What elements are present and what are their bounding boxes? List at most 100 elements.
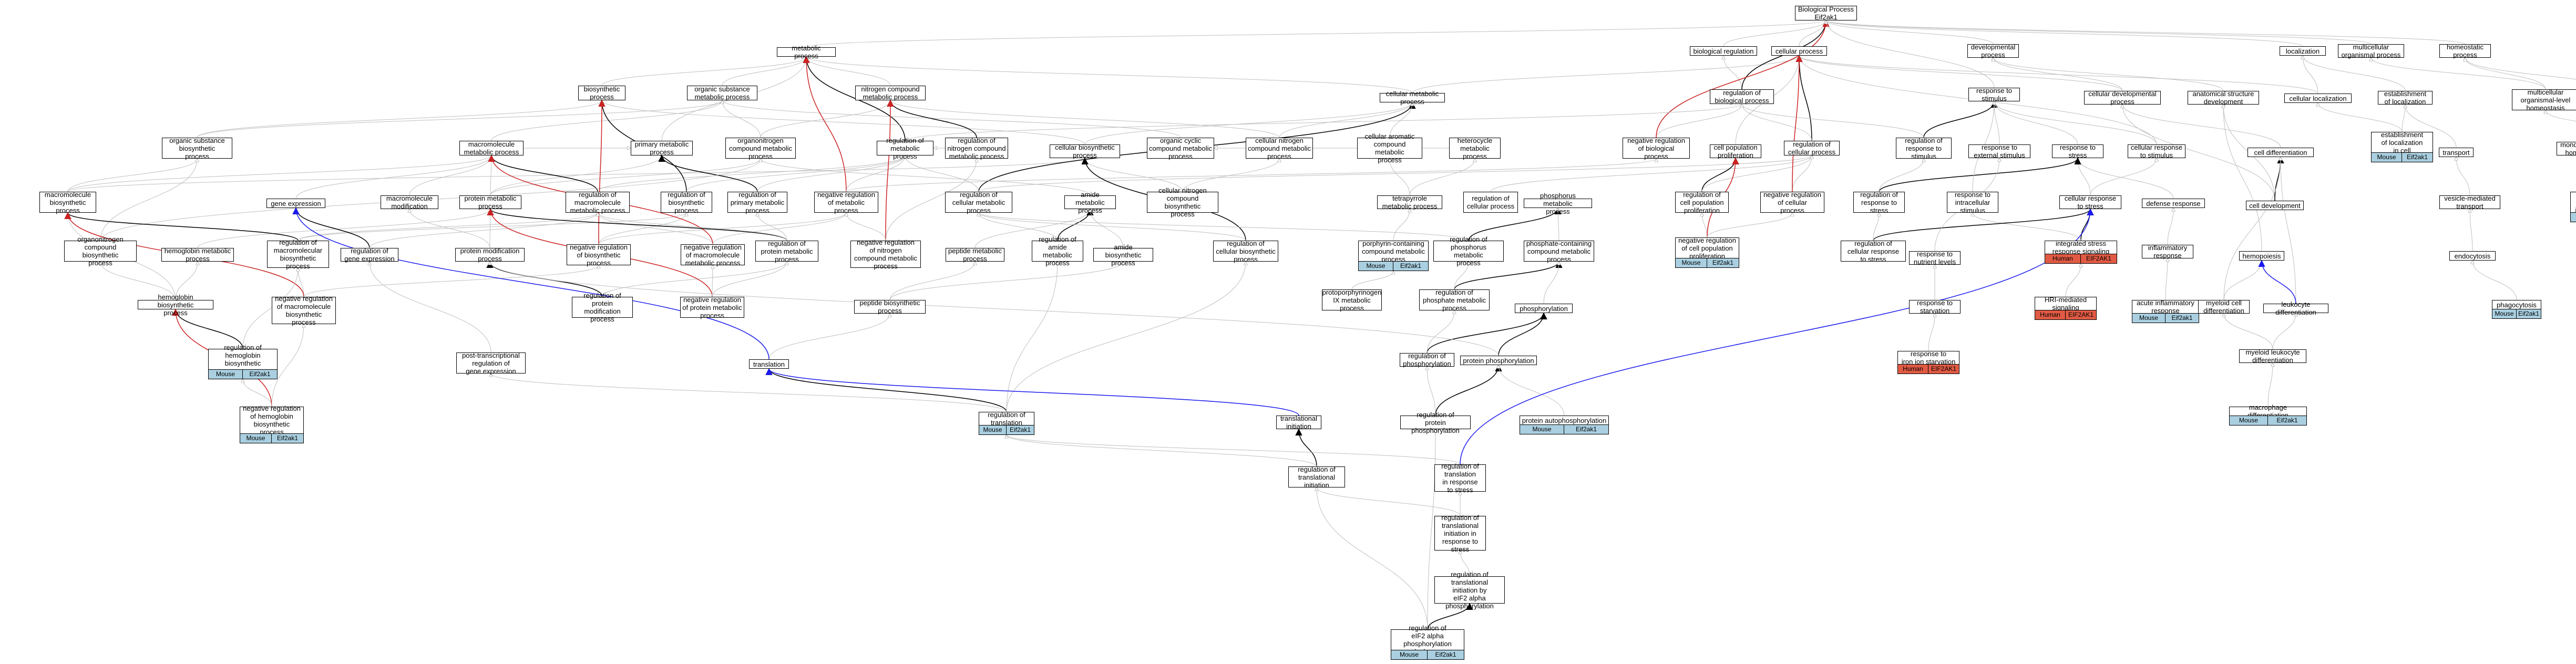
go-term-node-cellproc[interactable]: cellular process bbox=[1771, 46, 1827, 56]
go-term-node-regmacrobio[interactable]: regulation of macromolecular biosyntheti… bbox=[267, 238, 329, 270]
go-term-node-primmetab[interactable]: primary metabolic process bbox=[631, 140, 693, 156]
go-term-node-amidemetab[interactable]: amide metabolic process bbox=[1064, 191, 1116, 214]
go-term-node-regpop[interactable]: regulation of cell population proliferat… bbox=[1675, 191, 1729, 214]
go-term-node-peptidebio[interactable]: peptide biosynthetic process bbox=[854, 299, 926, 315]
go-term-node-regcellbio[interactable]: regulation of cellular biosynthetic proc… bbox=[1213, 240, 1278, 263]
go-term-node-transinit[interactable]: translational initiation bbox=[1276, 414, 1321, 430]
go-term-node-transport[interactable]: transport bbox=[2439, 148, 2474, 157]
go-term-node-anatdev[interactable]: anatomical structure development bbox=[2188, 90, 2259, 106]
go-term-node-hemopoiesis[interactable]: hemopoiesis bbox=[2239, 251, 2284, 261]
go-term-node-regbiosyn[interactable]: regulation of biosynthetic process bbox=[661, 191, 712, 214]
go-term-node-protphosphoryl[interactable]: protein phosphorylation bbox=[1460, 356, 1537, 365]
go-term-node-regmacro[interactable]: regulation of macromolecule metabolic pr… bbox=[566, 191, 630, 214]
go-term-node-regphosphate[interactable]: regulation of phosphate metabolic proces… bbox=[1419, 288, 1490, 312]
go-term-node-negregcell[interactable]: negative regulation of cellular process bbox=[1760, 191, 1824, 214]
go-term-node-regtransinitstress[interactable]: regulation of translational initiation i… bbox=[1434, 514, 1486, 553]
go-term-node-endocytosis[interactable]: endocytosis bbox=[2449, 251, 2496, 261]
go-term-node-amidebio[interactable]: amide biosynthetic process bbox=[1093, 243, 1153, 267]
go-term-node-resstress[interactable]: response to stress bbox=[2052, 143, 2103, 159]
go-term-node-orgsubbio[interactable]: organic substance biosynthetic process bbox=[162, 137, 232, 160]
go-term-node-leukodiff[interactable]: leukocyte differentiation bbox=[2263, 300, 2328, 316]
go-term-node-regresstress[interactable]: regulation of response to stress bbox=[1853, 191, 1905, 214]
go-term-node-negregbiosyn[interactable]: negative regulation of biosynthetic proc… bbox=[567, 243, 631, 267]
go-term-node-orgnitrobio[interactable]: organonitrogen compound biosynthetic pro… bbox=[64, 235, 137, 267]
go-term-node-mcorghomeo[interactable]: multicellular organismal-level homeostas… bbox=[2512, 88, 2576, 112]
go-term-node-regtranslation[interactable]: regulation of translation bbox=[979, 411, 1034, 427]
go-term-node-aromatic[interactable]: cellular aromatic compound metabolic pro… bbox=[1357, 132, 1422, 164]
go-term-node-metab[interactable]: metabolic process bbox=[777, 44, 836, 60]
go-term-node-homeo[interactable]: homeostatic process bbox=[2439, 43, 2491, 59]
go-term-node-myeloidleuko[interactable]: myeloid leukocyte differentiation bbox=[2239, 348, 2306, 364]
go-term-node-protoporphyrin[interactable]: protoporphyrinogen IX metabolic process bbox=[1322, 288, 1382, 312]
go-term-node-regbio[interactable]: regulation of biological process bbox=[1710, 89, 1774, 105]
go-term-node-regprim[interactable]: regulation of primary metabolic process bbox=[727, 191, 787, 214]
go-term-node-regcellresstim[interactable]: regulation of cellular process bbox=[1463, 192, 1518, 213]
go-term-node-phagocytosis[interactable]: phagocytosis bbox=[2492, 300, 2541, 309]
go-term-node-bp[interactable]: Biological Process Eif2ak1 bbox=[1795, 5, 1857, 21]
go-term-node-celldevel[interactable]: cell development bbox=[2246, 201, 2304, 210]
go-term-node-heterocycle[interactable]: heterocycle metabolic process bbox=[1449, 137, 1501, 160]
go-term-node-regtransinitphos[interactable]: regulation of translational initiation b… bbox=[1434, 570, 1505, 610]
go-term-node-orgnitro[interactable]: organonitrogen compound metabolic proces… bbox=[725, 137, 796, 160]
go-term-node-cellbio[interactable]: cellular biosynthetic process bbox=[1050, 143, 1120, 159]
go-term-node-devproc[interactable]: developmental process bbox=[1967, 43, 2019, 59]
go-term-node-protautophos[interactable]: protein autophosphorylation bbox=[1520, 416, 1609, 425]
go-term-node-defense[interactable]: defense response bbox=[2142, 199, 2205, 208]
go-term-node-breg[interactable]: biological regulation bbox=[1690, 46, 1757, 56]
go-term-node-estloc[interactable]: establishment of localization bbox=[2378, 90, 2433, 106]
go-term-node-myeloiddiff[interactable]: myeloid cell differentiation bbox=[2198, 299, 2250, 315]
go-term-node-resstim[interactable]: response to stimulus bbox=[1968, 87, 2020, 102]
go-term-node-negregpop[interactable]: negative regulation of cell population p… bbox=[1675, 236, 1739, 260]
go-term-node-negreghemo[interactable]: negative regulation of hemoglobin biosyn… bbox=[240, 404, 304, 436]
go-term-node-vesicle[interactable]: vesicle-mediated transport bbox=[2439, 194, 2500, 210]
go-term-node-negregprotmetab[interactable]: negative regulation of protein metabolic… bbox=[680, 296, 744, 319]
go-term-node-hri[interactable]: HRI-mediated signaling bbox=[2035, 296, 2097, 312]
go-term-node-regcellmetab[interactable]: regulation of cellular metabolic process bbox=[945, 191, 1012, 214]
go-term-node-protmod[interactable]: protein modification process bbox=[455, 247, 525, 263]
go-term-node-neghemobio[interactable]: negative regulation of macromolecule bio… bbox=[272, 295, 336, 326]
go-term-node-regmetab[interactable]: regulation of metabolic process bbox=[877, 137, 933, 160]
go-term-node-macrometab[interactable]: macromolecule metabolic process bbox=[459, 140, 524, 156]
go-term-node-celldev[interactable]: cellular developmental process bbox=[2084, 90, 2161, 106]
go-term-node-inflam[interactable]: inflammatory response bbox=[2142, 244, 2193, 260]
go-term-node-regtransheme[interactable]: regulation of eIF2 alpha phosphorylation… bbox=[1391, 624, 1464, 656]
go-term-node-cellnitro[interactable]: cellular nitrogen compound metabolic pro… bbox=[1246, 137, 1313, 160]
go-term-node-hemometab[interactable]: hemoglobin metabolic process bbox=[161, 247, 234, 263]
go-term-node-cellpop[interactable]: cell population proliferation bbox=[1710, 143, 1761, 159]
go-term-node-cellloc[interactable]: cellular localization bbox=[2284, 94, 2352, 103]
go-term-node-resintra[interactable]: response to intracellular stimulus bbox=[1947, 191, 1998, 214]
go-term-node-nitrocomp[interactable]: nitrogen compound metabolic process bbox=[855, 85, 926, 101]
go-term-node-peptidemetab[interactable]: peptide metabolic process bbox=[946, 247, 1004, 263]
go-term-node-ironstarv[interactable]: response to iron ion starvation bbox=[1897, 350, 1959, 366]
go-term-node-celldiff[interactable]: cell differentiation bbox=[2247, 148, 2314, 157]
go-term-node-geneexp[interactable]: gene expression bbox=[266, 199, 325, 208]
go-term-node-regnitro[interactable]: regulation of nitrogen compound metaboli… bbox=[945, 137, 1008, 160]
go-term-node-local[interactable]: localization bbox=[2280, 46, 2326, 56]
go-term-node-negregmetab[interactable]: negative regulation of metabolic process bbox=[814, 191, 878, 214]
go-term-node-negregnitro[interactable]: negative regulation of nitrogen compound… bbox=[850, 238, 921, 270]
go-term-node-macrophage[interactable]: macrophage differentiation bbox=[2229, 403, 2307, 419]
go-term-node-protmetab[interactable]: protein metabolic process bbox=[459, 194, 521, 210]
go-term-node-acuteinflam[interactable]: acute inflammatory response bbox=[2132, 299, 2199, 315]
go-term-node-hemobio[interactable]: hemoglobin biosynthetic process bbox=[138, 293, 213, 317]
go-term-node-phoscontaining[interactable]: phosphate-containing compound metabolic … bbox=[1524, 240, 1594, 263]
go-term-node-cellrespstress[interactable]: cellular response to stress bbox=[2059, 194, 2121, 210]
go-term-node-posttrans[interactable]: post-transcriptional regulation of gene … bbox=[456, 351, 526, 375]
go-term-node-regtransstress[interactable]: regulation of translation in response to… bbox=[1434, 462, 1486, 494]
go-term-node-cellresstim[interactable]: cellular response to stimulus bbox=[2128, 143, 2185, 159]
go-term-node-cellmetab[interactable]: cellular metabolic process bbox=[1380, 90, 1445, 106]
go-term-node-estlocincell[interactable]: establishment of localization in cell bbox=[2371, 131, 2433, 154]
go-term-node-regtransinit[interactable]: regulation of translational initiation bbox=[1288, 465, 1345, 489]
go-term-node-orgsub[interactable]: organic substance metabolic process bbox=[687, 85, 757, 101]
go-term-node-regcellproc[interactable]: regulation of cellular process bbox=[1784, 140, 1840, 156]
go-term-node-macromod[interactable]: macromolecule modification bbox=[381, 194, 438, 210]
go-term-node-cellamide[interactable]: cellular nitrogen compound biosynthetic … bbox=[1147, 186, 1218, 218]
go-term-node-biosyn[interactable]: biosynthetic process bbox=[578, 85, 625, 101]
go-term-node-multiorg[interactable]: multicellular organismal process bbox=[2338, 43, 2404, 59]
go-term-node-regamide[interactable]: regulation of amide metabolic process bbox=[1032, 235, 1083, 267]
go-term-node-translation[interactable]: translation bbox=[749, 359, 789, 369]
go-term-node-regphosphoryl[interactable]: regulation of phosphorylation bbox=[1400, 352, 1454, 368]
go-term-node-phosphorylation[interactable]: phosphorylation bbox=[1515, 304, 1573, 313]
go-term-node-mcinorg[interactable]: multicellular organismal-level iron ion … bbox=[2570, 192, 2576, 214]
go-term-node-regresstim[interactable]: regulation of response to stimulus bbox=[1896, 137, 1952, 160]
